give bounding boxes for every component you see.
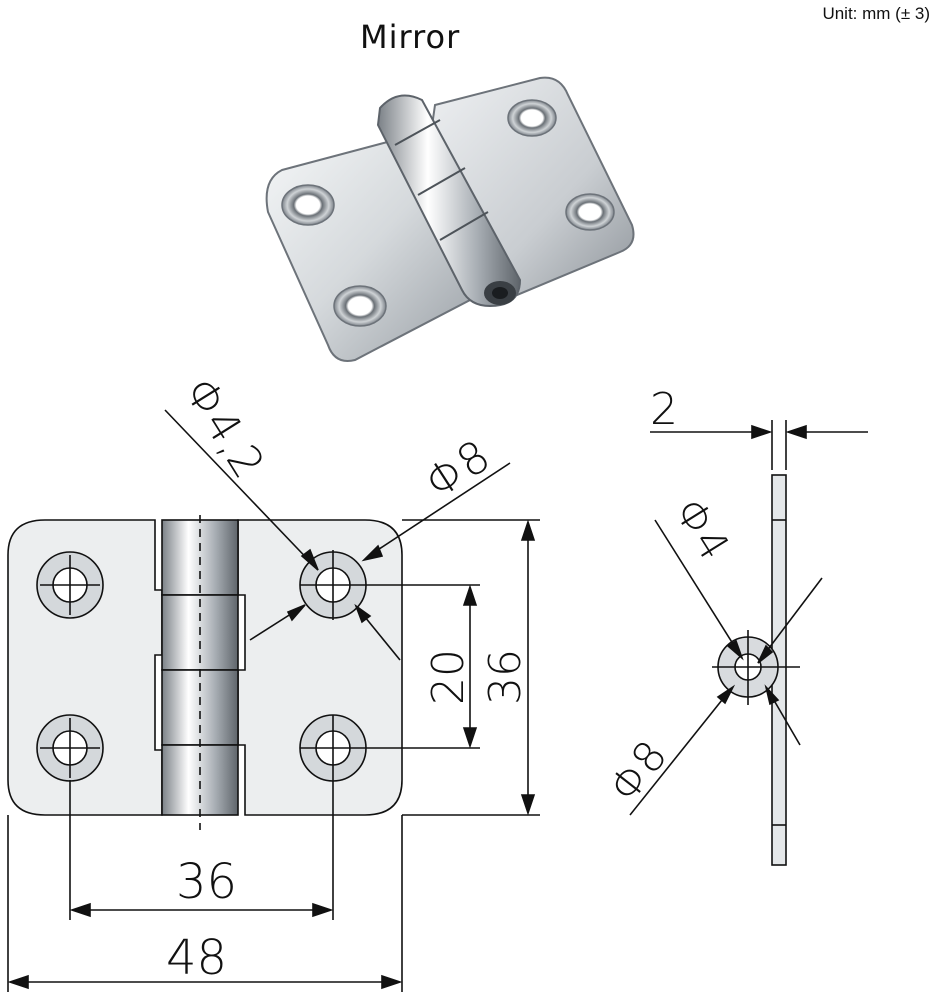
mounting-hole-bottom-right	[299, 714, 370, 782]
dim-side-hole-large-label: Φ8	[599, 731, 676, 811]
mounting-hole-top-left	[36, 551, 104, 619]
dim-hole-spacing-horizontal-label: 36	[176, 854, 237, 910]
unit-note: Unit: mm (± 3)	[822, 4, 930, 23]
product-finish-title: Mirror	[360, 18, 461, 56]
dim-side-hole-small-label: Φ4	[665, 489, 740, 568]
mounting-hole-bottom-left	[36, 714, 104, 782]
dim-width-label: 48	[166, 930, 227, 986]
dim-hole-spacing-vertical-label: 20	[423, 649, 474, 705]
dim-height-label: 36	[480, 649, 531, 705]
side-view	[629, 420, 868, 866]
dim-hole-small-label: Φ4,2	[174, 369, 274, 487]
dim-hole-large-label: Φ8	[416, 431, 499, 510]
dim-thickness-label: 2	[650, 384, 678, 435]
